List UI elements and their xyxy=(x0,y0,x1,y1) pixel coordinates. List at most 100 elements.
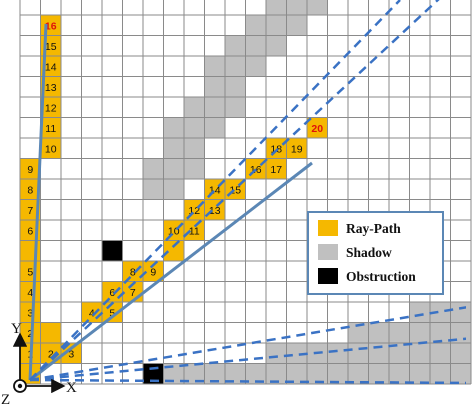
shadow-cell xyxy=(430,322,451,343)
shadow-cell xyxy=(163,158,184,179)
shadow-cell xyxy=(245,56,266,77)
y-axis-label: Y xyxy=(11,321,22,337)
obstruction-cell xyxy=(102,240,123,261)
shadow-cell xyxy=(409,343,430,364)
ray-path-cell xyxy=(40,322,61,343)
ray-step-label: 10 xyxy=(45,143,57,155)
axes: Y X Z xyxy=(1,321,77,407)
shadow-cell xyxy=(204,76,225,97)
shadow-cell xyxy=(266,363,287,384)
ray-step-label: 14 xyxy=(209,184,221,196)
ray-path-cell xyxy=(40,117,61,138)
ray-step-label: 8 xyxy=(130,266,136,278)
ray-step-label: 10 xyxy=(168,225,180,237)
ray-step-label: 6 xyxy=(27,225,33,237)
shadow-cell xyxy=(389,343,410,364)
shadow-cell xyxy=(389,363,410,384)
shadow-cell xyxy=(204,363,225,384)
ray-path-cell xyxy=(61,343,82,364)
ray-step-label: 5 xyxy=(109,307,115,319)
ray-end-label: 16 xyxy=(45,20,57,32)
ray-step-label: 17 xyxy=(270,164,282,176)
legend-label-obstruction: Obstruction xyxy=(346,269,416,284)
shadow-cell xyxy=(450,302,471,323)
ray-path-cell xyxy=(20,158,41,179)
shadow-cell xyxy=(143,179,164,200)
legend-swatch-obstruction xyxy=(318,268,338,284)
grid-lines xyxy=(19,0,472,385)
ray-step-label: 13 xyxy=(45,82,57,94)
ray-path-cell xyxy=(122,261,143,282)
ray-path-cell xyxy=(143,261,164,282)
shadow-cell xyxy=(266,343,287,364)
shadow-cell xyxy=(286,0,307,15)
ray-step-label: 15 xyxy=(45,41,57,53)
shadow-cell xyxy=(327,363,348,384)
shadow-cell xyxy=(450,363,471,384)
ray-end-label: 20 xyxy=(311,123,323,135)
ray-step-label: 7 xyxy=(27,205,33,217)
ray-step-label: 7 xyxy=(130,287,136,299)
ray-path-cell xyxy=(184,220,205,241)
shadow-boundary-dashed-line xyxy=(29,306,466,382)
ray-step-label: 3 xyxy=(68,348,74,360)
shadow-cell xyxy=(430,302,451,323)
z-axis-dot xyxy=(17,383,23,389)
ray-path-cell xyxy=(163,240,184,261)
ray-step-label: 15 xyxy=(229,184,241,196)
ray-path-cell xyxy=(20,199,41,220)
shadow-cell xyxy=(266,15,287,36)
shadow-cell xyxy=(286,343,307,364)
ray-step-label: 3 xyxy=(27,307,33,319)
shadow-cell xyxy=(245,35,266,56)
ray-step-label: 13 xyxy=(209,205,221,217)
x-axis-label: X xyxy=(66,380,77,396)
z-axis-label: Z xyxy=(1,392,10,407)
ray-step-label: 19 xyxy=(291,143,303,155)
shadow-cell xyxy=(225,56,246,77)
shadow-cell xyxy=(389,322,410,343)
shadow-cell xyxy=(348,343,369,364)
ray-step-label: 2 xyxy=(27,328,33,340)
shadow-cell xyxy=(266,0,287,15)
ray-lines xyxy=(28,0,466,385)
shadow-cell xyxy=(327,343,348,364)
ray-path-cell xyxy=(266,158,287,179)
shadow-cell xyxy=(204,117,225,138)
shadow-cell xyxy=(143,158,164,179)
ray-step-label: 5 xyxy=(27,266,33,278)
shadow-cell xyxy=(184,363,205,384)
ray-step-label: 11 xyxy=(45,123,56,135)
ray-step-label: 9 xyxy=(150,266,156,278)
shadow-cell xyxy=(163,363,184,384)
ray-line-vertical xyxy=(28,23,48,381)
ray-step-label: 8 xyxy=(27,184,33,196)
shadow-cell xyxy=(225,76,246,97)
legend-swatch-shadow xyxy=(318,244,338,260)
shadow-cell xyxy=(225,363,246,384)
shadow-cell xyxy=(245,363,266,384)
ray-path-cell xyxy=(307,117,328,138)
shadow-cell xyxy=(184,97,205,118)
shadow-cell xyxy=(430,363,451,384)
legend-label-shadow: Shadow xyxy=(346,245,392,260)
shadow-cell xyxy=(368,322,389,343)
shadow-cell xyxy=(430,343,451,364)
shadow-cell xyxy=(225,97,246,118)
shadow-cell xyxy=(409,363,430,384)
ray-step-label: 14 xyxy=(45,61,57,73)
shadow-cell xyxy=(348,322,369,343)
ray-line-diagonal xyxy=(29,161,313,382)
shadow-cell xyxy=(286,15,307,36)
ray-path-cell xyxy=(40,138,61,159)
ray-path-cell xyxy=(40,97,61,118)
ray-path-cell xyxy=(40,76,61,97)
shadow-cell xyxy=(204,97,225,118)
shadow-cell xyxy=(368,363,389,384)
shadow-cell xyxy=(184,117,205,138)
shadow-cell xyxy=(307,0,328,15)
shadow-cell xyxy=(163,138,184,159)
shadow-cell xyxy=(163,117,184,138)
